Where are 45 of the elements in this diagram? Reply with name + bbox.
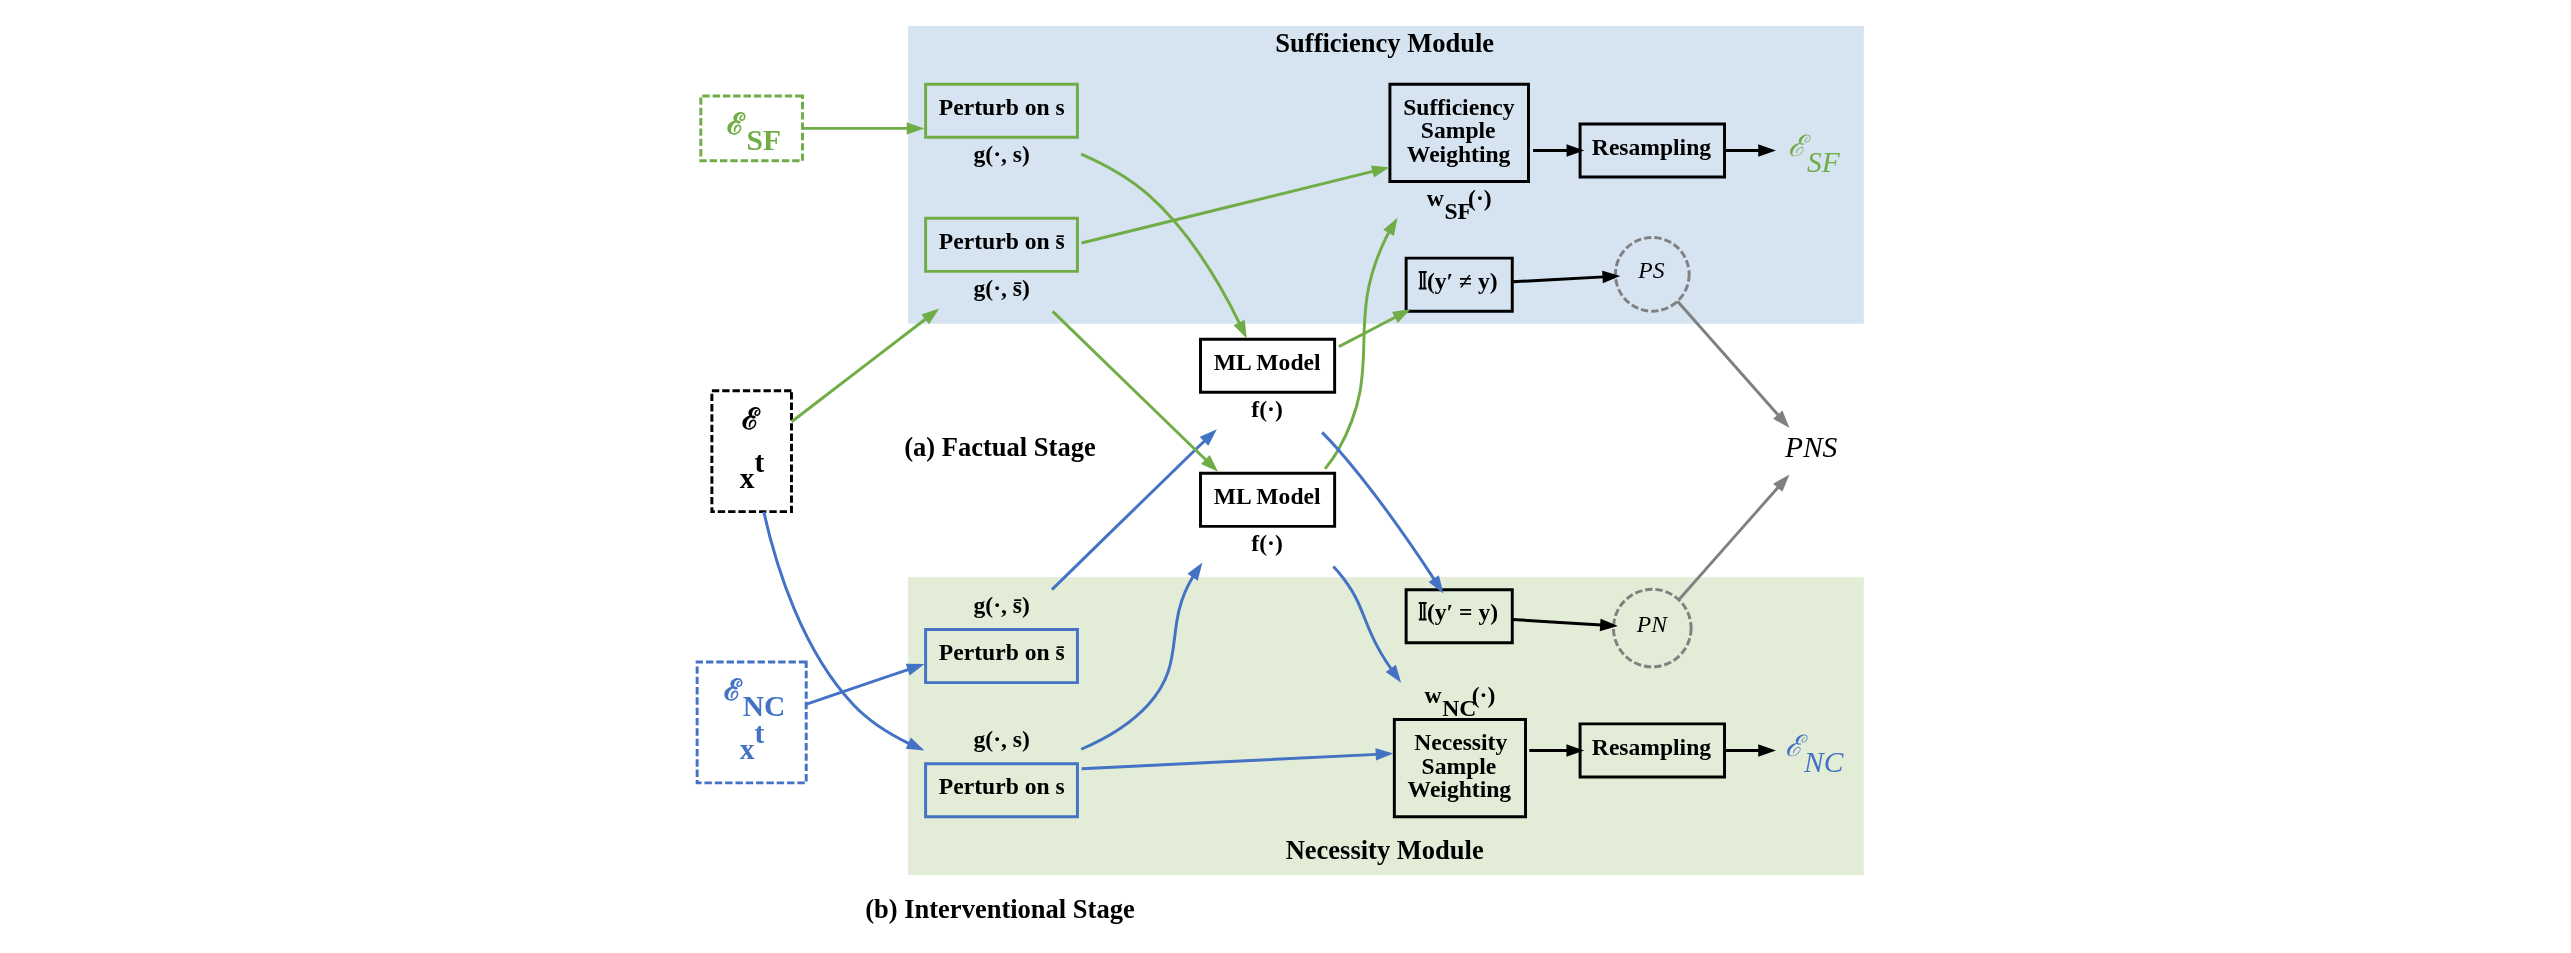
- label: (a) Factual Stage: [903, 431, 1096, 462]
- arrow: [761, 511, 924, 751]
- node-box: Perturb on s: [923, 761, 1079, 818]
- arrow: [1528, 743, 1584, 757]
- arrow: [1724, 743, 1776, 757]
- node-box: Perturb on s̄: [923, 216, 1079, 273]
- node-text: PNS: [1784, 430, 1837, 463]
- arrow: [1050, 428, 1217, 591]
- node-circle: PS: [1613, 235, 1691, 313]
- arrow: [1337, 308, 1411, 348]
- arrow: [790, 308, 939, 423]
- arrow: [805, 663, 924, 706]
- arrow: [1081, 747, 1393, 770]
- node-box: Perturb on s: [923, 82, 1079, 139]
- arrow: [1331, 565, 1401, 683]
- node-box: ML Model: [1198, 337, 1336, 394]
- node-circle: PN: [1611, 587, 1693, 668]
- node-label: g(·, s̄): [973, 274, 1030, 301]
- node-label: g(·, s): [973, 725, 1030, 752]
- arrow: [1051, 309, 1218, 472]
- node-label: f(·): [1250, 529, 1283, 556]
- arrow: [1512, 617, 1618, 631]
- arrow: [1080, 164, 1390, 244]
- node-box: Sufficiency Sample Weighting: [1387, 82, 1530, 183]
- node-box: Necessity Sample Weighting: [1392, 717, 1527, 818]
- arrow: [1532, 143, 1584, 157]
- arrow: [1323, 217, 1398, 470]
- node-box: Resampling: [1578, 721, 1726, 778]
- node-box: Resampling: [1578, 122, 1726, 178]
- node-box: Perturb on s̄: [923, 627, 1079, 684]
- label: (b) Interventional Stage: [864, 893, 1135, 924]
- node-box: 𝕀(y′ ≠ y): [1404, 256, 1514, 313]
- node-box: 𝕀(y′ = y): [1404, 587, 1514, 644]
- arrow: [1080, 561, 1202, 751]
- arrow: [1080, 152, 1247, 338]
- node-label: f(·): [1250, 395, 1283, 422]
- arrow: [1320, 430, 1443, 593]
- node-box: ML Model: [1198, 471, 1336, 528]
- arrow: [1675, 299, 1790, 428]
- node-label: g(·, s̄): [973, 591, 1030, 618]
- arrow: [802, 121, 924, 135]
- arrow: [1724, 143, 1776, 157]
- arrow: [1512, 270, 1620, 283]
- node-label: g(·, s): [973, 140, 1030, 167]
- arrow: [1677, 473, 1789, 601]
